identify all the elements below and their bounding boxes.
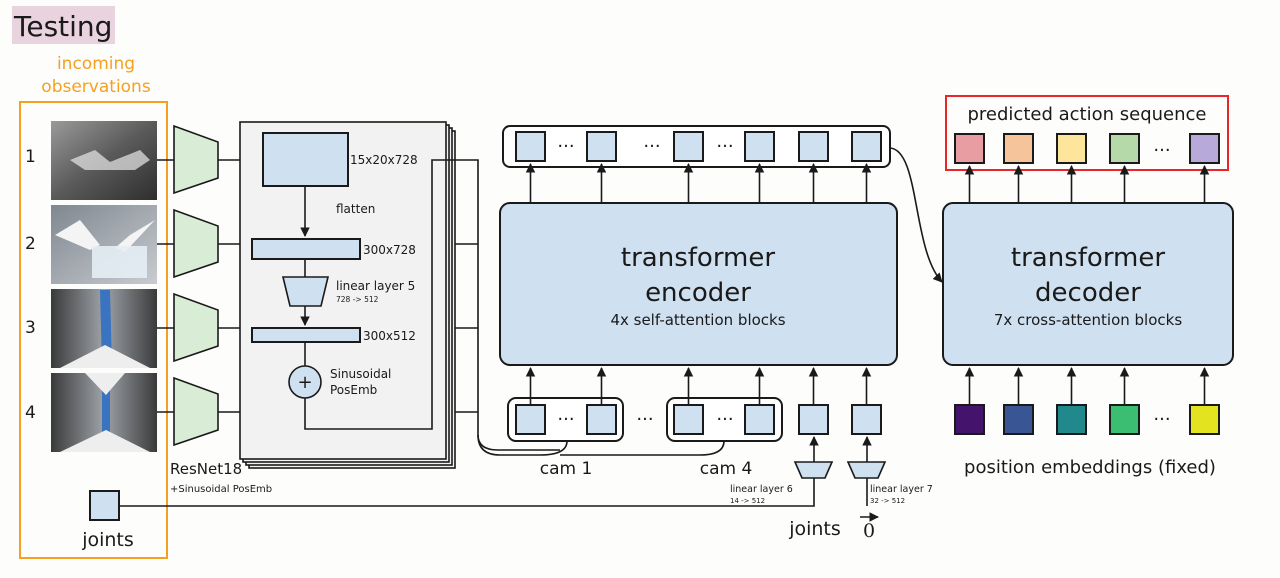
linear-layer-7-trapezoid xyxy=(846,461,887,479)
camera-index: 4 xyxy=(25,403,36,423)
transformer-encoder-block xyxy=(499,202,898,366)
predicted-action-tokens: ··· xyxy=(954,133,1220,203)
encoder-title-line1: transformer xyxy=(621,243,775,273)
predicted-action-token xyxy=(1003,133,1034,164)
cam4-label: cam 4 xyxy=(700,459,753,479)
resnet-backbones xyxy=(157,124,219,447)
camera-row-3: 3 xyxy=(25,289,157,368)
robot-arms-shape xyxy=(70,150,150,170)
ellipsis: ··· xyxy=(1153,140,1170,161)
resnet-trapezoid-3 xyxy=(173,292,219,363)
zero-vector-label: 0 xyxy=(863,520,875,542)
encoder-output-token xyxy=(586,131,617,162)
page-title: Testing xyxy=(13,10,112,43)
gripper-shape xyxy=(60,373,150,452)
linear-layer-5-trapezoid xyxy=(281,276,330,307)
predicted-action-token xyxy=(954,133,985,164)
resnet-trapezoid-2 xyxy=(173,208,219,279)
encoder-output-token xyxy=(515,131,546,162)
linear7-dims: 32 -> 512 xyxy=(870,497,905,505)
predicted-action-box xyxy=(945,95,1229,171)
feature-map-dims: 15x20x728 xyxy=(350,153,418,167)
decoder-title-line2: decoder xyxy=(1035,278,1141,308)
linear6-label: linear layer 6 xyxy=(730,484,793,495)
joints-token xyxy=(89,490,120,521)
observations-label-line1: incoming xyxy=(57,54,135,74)
predicted-action-token xyxy=(1056,133,1087,164)
camera-row-4: 4 xyxy=(25,373,157,452)
linear6-dims: 14 -> 512 xyxy=(730,497,765,505)
encoder-subtitle: 4x self-attention blocks xyxy=(610,311,785,329)
plus-icon: + xyxy=(297,372,312,393)
position-embedding-token xyxy=(1189,404,1220,435)
joints-label: joints xyxy=(81,529,134,551)
projected-block xyxy=(251,327,361,343)
ellipsis: ··· xyxy=(557,409,574,430)
ellipsis: ··· xyxy=(643,136,660,157)
observations-label-line2: observations xyxy=(41,77,151,97)
position-embedding-token xyxy=(954,404,985,435)
observations-box xyxy=(19,101,168,559)
ellipsis: ··· xyxy=(557,136,574,157)
cam4-token xyxy=(673,404,704,435)
posemb-label-line1: Sinusoidal xyxy=(330,367,391,381)
predicted-action-token xyxy=(1109,133,1140,164)
encoder-output-token xyxy=(798,131,829,162)
position-embedding-token xyxy=(1056,404,1087,435)
resnet-trapezoid-1 xyxy=(173,124,219,195)
position-embedding-token xyxy=(1109,404,1140,435)
camera-row-1: 1 xyxy=(25,121,157,200)
linear5-dims: 728 -> 512 xyxy=(336,295,379,304)
cam1-token xyxy=(515,404,546,435)
encoder-output-token xyxy=(744,131,775,162)
camera-index: 2 xyxy=(25,234,36,254)
position-embeddings-label: position embeddings (fixed) xyxy=(964,457,1216,478)
grippers-shape xyxy=(55,220,155,252)
linear7-label: linear layer 7 xyxy=(870,484,933,495)
transformer-decoder-block xyxy=(942,202,1234,366)
cam1-label: cam 1 xyxy=(540,459,593,479)
camera-index: 3 xyxy=(25,318,36,338)
bag-shape xyxy=(92,246,147,278)
cam1-token xyxy=(586,404,617,435)
position-embedding-token xyxy=(1003,404,1034,435)
encoder-to-decoder-arrow xyxy=(889,147,943,283)
decoder-title-line1: transformer xyxy=(1011,243,1165,273)
linear5-label: linear layer 5 xyxy=(336,279,415,293)
encoder-output-token xyxy=(673,131,704,162)
linear-layer-6-trapezoid xyxy=(793,461,834,479)
ellipsis: ··· xyxy=(716,136,733,157)
position-embedding-tokens: ··· xyxy=(954,367,1220,435)
joints-connector xyxy=(119,478,815,507)
cam4-token xyxy=(744,404,775,435)
feature-map-block xyxy=(262,132,349,187)
encoder-input-tokens: ··· ··· ··· xyxy=(515,367,882,435)
projected-dims: 300x512 xyxy=(363,329,416,343)
ellipsis: ··· xyxy=(1153,409,1170,430)
resnet-sublabel: +Sinusoidal PosEmb xyxy=(170,484,272,495)
encoder-output-token xyxy=(851,131,882,162)
title-highlight xyxy=(12,6,115,44)
flatten-label: flatten xyxy=(336,202,375,216)
camera-row-2: 2 xyxy=(25,205,157,284)
ellipsis: ··· xyxy=(636,409,653,430)
joints-input-label: joints xyxy=(788,518,841,540)
encoder-title-line2: encoder xyxy=(645,278,751,308)
resnet-trapezoid-4 xyxy=(173,376,219,447)
predicted-action-token xyxy=(1189,133,1220,164)
posemb-label-line2: PosEmb xyxy=(330,383,377,397)
flattened-dims: 300x728 xyxy=(363,243,416,257)
decoder-subtitle: 7x cross-attention blocks xyxy=(994,311,1182,329)
resnet-label: ResNet18 xyxy=(170,460,242,478)
flattened-block xyxy=(251,238,361,260)
ellipsis: ··· xyxy=(716,409,733,430)
joints-token-embedded xyxy=(798,404,829,435)
feature-stack xyxy=(239,121,456,469)
gripper-shape xyxy=(60,345,150,368)
latent-token xyxy=(851,404,882,435)
camera-index: 1 xyxy=(25,147,36,167)
predicted-action-label: predicted action sequence xyxy=(968,104,1207,125)
encoder-output-tokens: ··· ··· ··· xyxy=(515,131,882,203)
